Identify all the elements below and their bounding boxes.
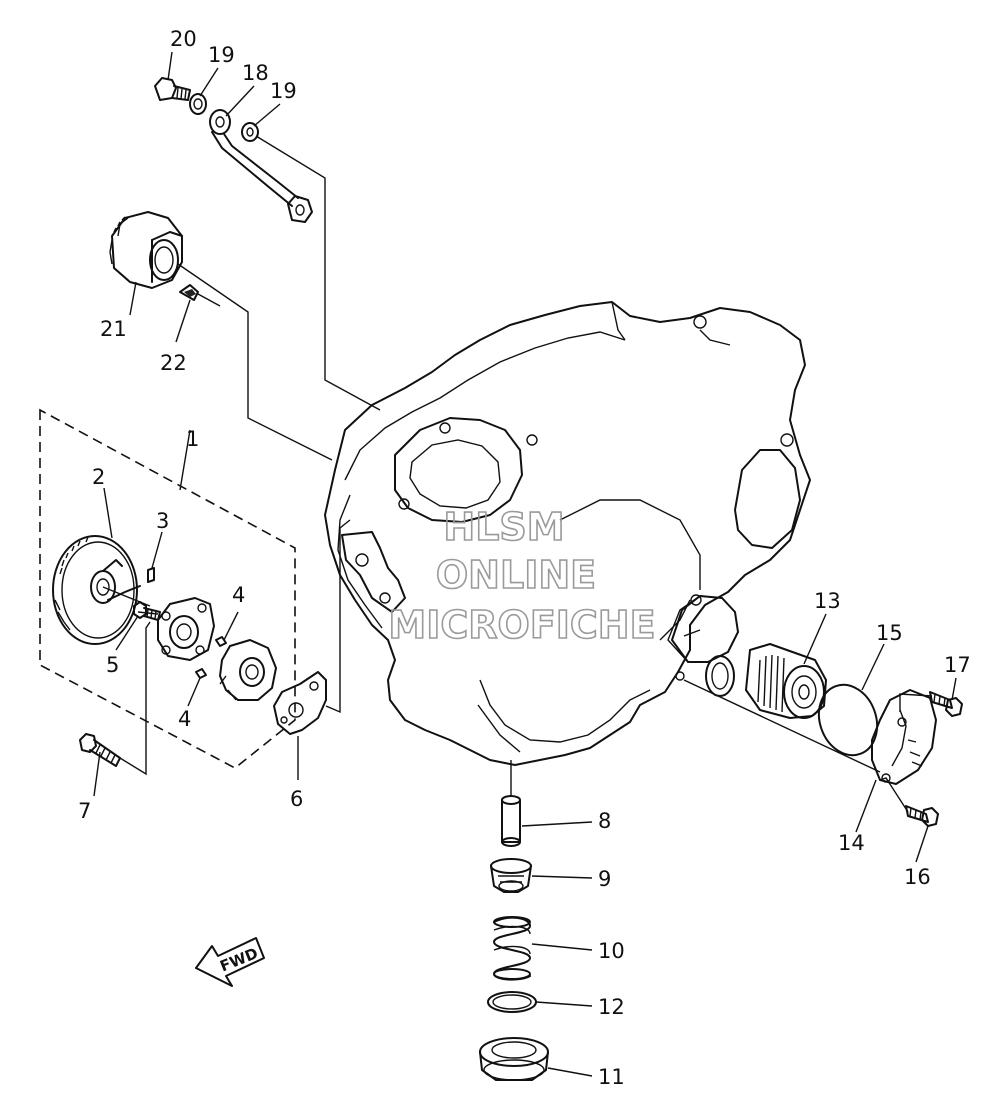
oil-delivery-pipe-18 [209,109,313,223]
callout-7: 7 [78,799,91,823]
callout-20: 20 [170,27,197,51]
oil-filter-element-13 [745,643,827,719]
callout-labels: 20 19 18 19 21 22 1 2 3 4 5 4 6 7 8 9 10… [78,27,971,1089]
callout-14: 14 [838,831,865,855]
o-ring-15 [817,683,879,757]
gasket-6 [273,671,327,735]
filter-cover-14 [871,689,937,785]
callout-18: 18 [242,61,269,85]
oil-delivery-pipe-group [154,77,313,223]
copper-washer-19-b [241,122,259,142]
callout-19-b: 19 [270,79,297,103]
leader-lines [102,135,933,813]
callout-2: 2 [92,465,105,489]
callout-9: 9 [598,867,611,891]
bolt-17 [929,691,963,717]
callout-22: 22 [160,351,187,375]
plug-11 [479,1037,549,1081]
copper-washer-19 [189,93,207,115]
callout-15: 15 [876,621,903,645]
callout-6: 6 [290,787,303,811]
dowel-pin-4-b [195,668,207,679]
callout-3: 3 [156,509,169,533]
fwd-direction-arrow: FWD [195,937,265,987]
oil-pump-gear-2 [52,535,141,645]
watermark-line-1: HLSM [443,505,564,549]
dowel-pin-4 [215,636,227,647]
woodruff-key-22 [179,284,199,301]
callout-16: 16 [904,865,931,889]
callout-17: 17 [944,653,971,677]
filter-seal [705,655,735,697]
bolt-16 [905,805,939,827]
union-bolt-20 [154,77,191,101]
callout-11: 11 [598,1065,625,1089]
screw-7 [79,733,121,767]
callout-8: 8 [598,809,611,833]
pipe-8 [501,795,521,847]
callout-5: 5 [106,653,119,677]
watermark: HLSM ONLINE MICROFICHE [388,504,657,648]
callout-12: 12 [598,995,625,1019]
strainer-9 [490,858,532,893]
callout-4-b: 4 [178,707,191,731]
filter-gasket [671,594,739,681]
crankcase [324,301,811,766]
oil-pump-housing [157,597,215,661]
oil-pump-drive-gear-21 [109,211,183,289]
callout-4: 4 [232,583,245,607]
watermark-line-2: ONLINE [436,553,596,597]
callout-19: 19 [208,43,235,67]
oil-pump-assembly-box [39,408,296,769]
watermark-line-3: MICROFICHE [388,603,655,647]
callout-pointers [93,51,957,1077]
callout-10: 10 [598,939,625,963]
callout-1: 1 [186,427,199,451]
spring-10 [493,916,531,981]
oil-pump-cover [219,639,277,701]
pin-3 [147,567,155,583]
callout-21: 21 [100,317,127,341]
callout-13: 13 [814,589,841,613]
